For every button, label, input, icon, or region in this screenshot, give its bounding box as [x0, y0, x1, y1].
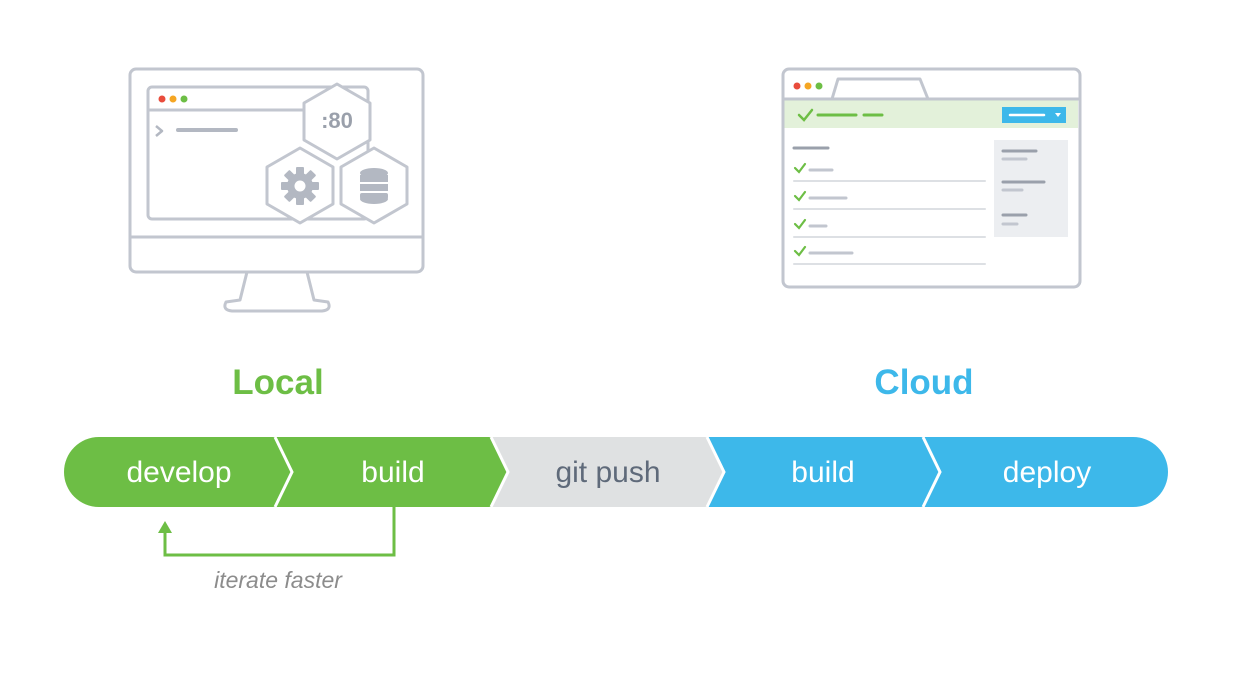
- pipeline-label-cloud-build: build: [791, 456, 854, 489]
- pipeline-step-cloud-build: [707, 437, 940, 507]
- pipeline-label-git-push: git push: [555, 456, 660, 489]
- iterate-faster-label: iterate faster: [214, 567, 343, 593]
- browser-tab: [830, 77, 930, 100]
- iterate-loop-arrow: [163, 507, 396, 557]
- window-close-dot: [158, 95, 166, 103]
- port-label: :80: [321, 108, 353, 133]
- pipeline-label-deploy: deploy: [1003, 456, 1091, 489]
- pipeline-step-develop: [64, 437, 292, 507]
- check-icon: [793, 190, 807, 202]
- monitor-stand: [223, 271, 331, 313]
- browser-max-dot: [815, 82, 823, 90]
- pipeline-step-deploy: [923, 437, 1168, 507]
- window-min-dot: [169, 95, 177, 103]
- pipeline-label-local-build: build: [361, 456, 424, 489]
- pipeline-step-local-build: [275, 437, 508, 507]
- check-icon: [793, 218, 807, 230]
- gear-icon: [281, 167, 319, 205]
- pipeline-step-git-push: [491, 437, 724, 507]
- browser-close-dot: [793, 82, 801, 90]
- window-max-dot: [180, 95, 188, 103]
- browser-frame: [781, 67, 1082, 289]
- check-icon: [793, 162, 807, 174]
- check-icon: [797, 108, 814, 122]
- arrow-up-icon: [158, 521, 172, 533]
- monitor-frame: [128, 67, 425, 274]
- chevron-down-icon: [1055, 113, 1061, 117]
- check-icon: [793, 245, 807, 257]
- cloud-heading: Cloud: [874, 363, 974, 402]
- port-hexagon: [302, 82, 372, 161]
- local-heading: Local: [232, 363, 324, 402]
- database-icon: [360, 168, 388, 204]
- terminal-prompt-icon: [155, 125, 164, 137]
- browser-min-dot: [804, 82, 812, 90]
- pipeline-label-develop: develop: [126, 456, 231, 489]
